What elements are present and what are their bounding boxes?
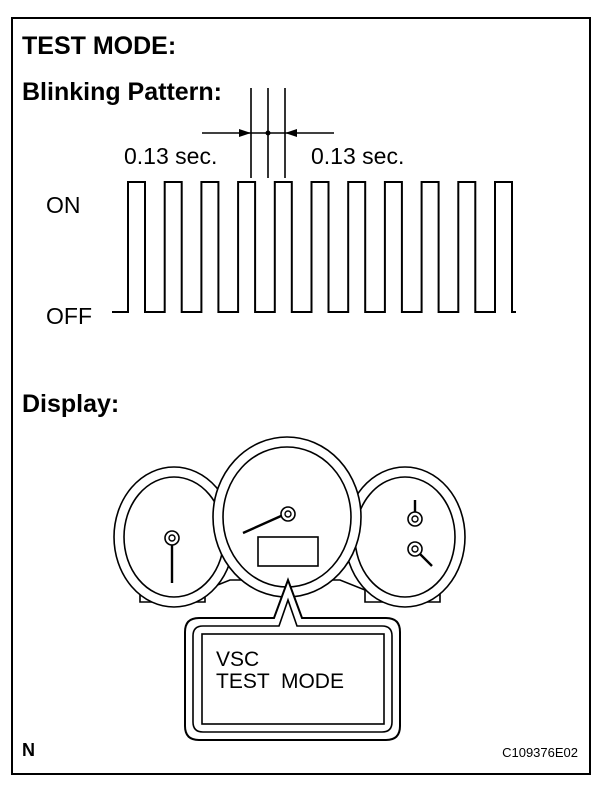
cluster-display-window <box>257 536 319 567</box>
right-gauge-upper-hub-inner <box>411 515 419 523</box>
center-gauge-hub-inner <box>284 510 292 518</box>
lcd-line-1: VSC <box>216 648 259 671</box>
right-gauge-lower-needle <box>407 541 433 567</box>
lcd-callout-inner <box>192 597 393 733</box>
right-gauge-upper-needle <box>407 500 423 527</box>
interval-right-label: 0.13 sec. <box>311 143 404 169</box>
left-gauge-hub-inner <box>168 534 176 542</box>
center-gauge-pointer <box>242 514 282 535</box>
page-title: TEST MODE: <box>22 32 176 60</box>
display-heading: Display: <box>22 390 119 418</box>
square-wave-path <box>112 181 516 313</box>
right-gauge-lower-hub-inner <box>411 545 419 553</box>
dimension-center-dot-icon <box>265 130 271 136</box>
lcd-screen <box>201 633 385 725</box>
dimension-arrow-right-icon <box>239 129 251 137</box>
center-gauge-needle <box>242 506 296 535</box>
footer-left-mark: N <box>22 740 35 760</box>
right-gauge-bezel-outer <box>344 466 466 608</box>
off-label: OFF <box>46 303 92 329</box>
diagram-frame <box>11 17 591 775</box>
on-label: ON <box>46 192 81 218</box>
figure-code: C109376E02 <box>502 745 578 760</box>
blinking-pattern-heading: Blinking Pattern: <box>22 78 222 106</box>
blinking-waveform <box>112 181 516 313</box>
left-gauge-needle <box>164 530 180 583</box>
dimension-arrow-left-icon <box>285 129 297 137</box>
interval-left-label: 0.13 sec. <box>124 143 217 169</box>
lcd-line-2: TEST MODE <box>216 670 344 693</box>
